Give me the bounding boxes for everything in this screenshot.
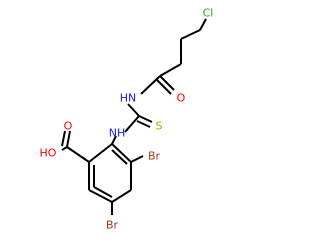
- bond-nh-ring: [111, 135, 117, 145]
- bond-ch2-carbonyl: [159, 63, 182, 77]
- bonds: [61, 18, 207, 215]
- atom-labels: Cl O HN S NH HO O Br Br: [40, 7, 214, 232]
- bond-ring-br-1: [130, 155, 144, 163]
- ring-bond-1: [111, 143, 132, 163]
- atom-label-nitrogen-amide: HN: [120, 92, 137, 105]
- bond-carboxyl-o-1: [66, 130, 71, 148]
- ring-inner-bond-2: [93, 186, 113, 198]
- bond-thiocarbonyl-nh: [124, 115, 140, 133]
- bond-carboxyl-oh: [61, 146, 68, 151]
- bond-cl-ch2: [199, 18, 207, 31]
- atom-label-oxygen-amide: O: [177, 92, 186, 105]
- bond-nh-thiocarbonyl: [127, 103, 140, 117]
- bond-carbonyl-nh: [140, 75, 161, 95]
- bond-carbonyl-o-2: [156, 79, 172, 95]
- atom-label-sulfur: S: [156, 120, 163, 133]
- bond-thiocarbonyl-s-1: [138, 115, 153, 123]
- ring-inner-bond-1: [111, 149, 128, 165]
- atom-label-chlorine: Cl: [203, 7, 214, 20]
- atom-label-bromine-2: Br: [106, 219, 119, 232]
- ring-bond-6: [88, 143, 113, 163]
- bond-thiocarbonyl-s-2: [136, 120, 151, 128]
- atom-label-bromine-1: Br: [148, 150, 161, 163]
- ring-bond-3: [111, 189, 132, 203]
- atom-label-nitrogen-aryl: NH: [109, 127, 126, 140]
- ring-bond-4: [88, 189, 113, 203]
- chemical-structure-diagram: Cl O HN S NH HO O Br Br: [40, 7, 214, 232]
- bond-ch2-ch2-a: [180, 29, 201, 40]
- bond-ring-carboxyl: [66, 146, 90, 163]
- bond-carboxyl-o-2: [61, 130, 66, 147]
- atom-label-oxygen-acid: O: [64, 120, 73, 133]
- bond-carbonyl-o-1: [159, 75, 175, 91]
- atom-label-hydroxyl: HO: [40, 147, 57, 160]
